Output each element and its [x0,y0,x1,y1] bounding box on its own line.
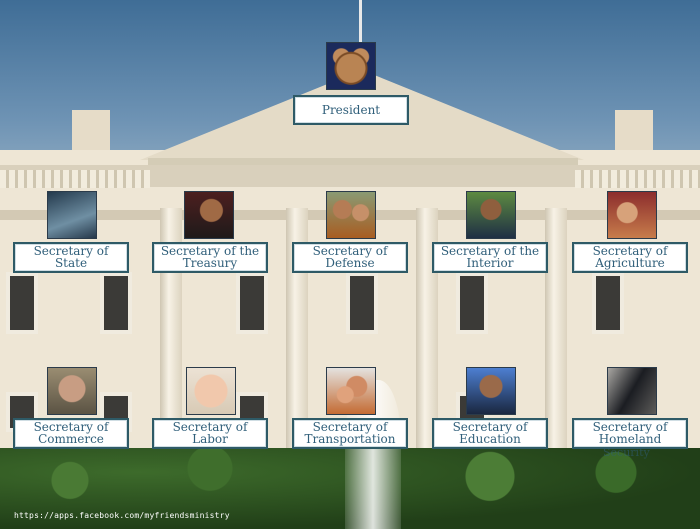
label-line2: Defense [325,256,375,270]
secretary-transportation-photo[interactable] [326,367,376,415]
secretary-commerce-label[interactable]: Secretary of Commerce [13,418,129,449]
window [100,272,132,334]
label-line1: Secretary of the [440,244,540,258]
secretary-treasury-photo[interactable] [184,191,234,239]
label-overflow-text: Security [603,446,650,459]
window [346,272,378,334]
label-line1: Secretary of [33,244,109,258]
secretary-transportation-label[interactable]: Secretary of Transportation [292,418,408,449]
label-line2: Education [459,432,521,446]
label-line2: Interior [466,256,514,270]
roofline [0,165,700,187]
label-line2: Homeland [598,432,662,446]
window [592,272,624,334]
secretary-homeland-label[interactable]: Secretary of Homeland [572,418,688,449]
secretary-labor-photo[interactable] [186,367,236,415]
balustrade [575,170,700,188]
label-line2: Transportation [304,432,396,446]
secretary-state-photo[interactable] [47,191,97,239]
flagpole [359,0,362,72]
window [236,272,268,334]
app-url[interactable]: https://apps.facebook.com/myfriendsminis… [14,511,230,520]
secretary-commerce-photo[interactable] [47,367,97,415]
label-line1: Secretary of [33,420,109,434]
president-title: President [321,103,381,117]
secretary-interior-label[interactable]: Secretary of the Interior [432,242,548,273]
label-line2: Commerce [38,432,104,446]
secretary-treasury-label[interactable]: Secretary of the Treasury [152,242,268,273]
secretary-agriculture-photo[interactable] [607,191,657,239]
secretary-agriculture-label[interactable]: Secretary of Agriculture [572,242,688,273]
label-line1: Secretary of [592,244,668,258]
window [6,272,38,334]
label-line2: Labor [192,432,228,446]
secretary-homeland-photo[interactable] [607,367,657,415]
president-label[interactable]: President [275,95,427,133]
balustrade [0,170,150,188]
window [456,272,488,334]
label-line2: Agriculture [595,256,665,270]
column [545,208,567,458]
president-photo[interactable] [326,42,376,90]
label-line2: Treasury [182,256,238,270]
secretary-education-photo[interactable] [466,367,516,415]
secretary-labor-label[interactable]: Secretary of Labor [152,418,268,449]
secretary-interior-photo[interactable] [466,191,516,239]
secretary-defense-label[interactable]: Secretary of Defense [292,242,408,273]
label-line1: Secretary of the [160,244,260,258]
label-line1: Secretary of [312,244,388,258]
label-line1: Secretary of [592,420,668,434]
label-line2: State [54,256,88,270]
secretary-defense-photo[interactable] [326,191,376,239]
label-line1: Secretary of [312,420,388,434]
secretary-education-label[interactable]: Secretary of Education [432,418,548,449]
label-line1: Secretary of [452,420,528,434]
secretary-state-label[interactable]: Secretary of State [13,242,129,273]
label-line1: Secretary of [172,420,248,434]
